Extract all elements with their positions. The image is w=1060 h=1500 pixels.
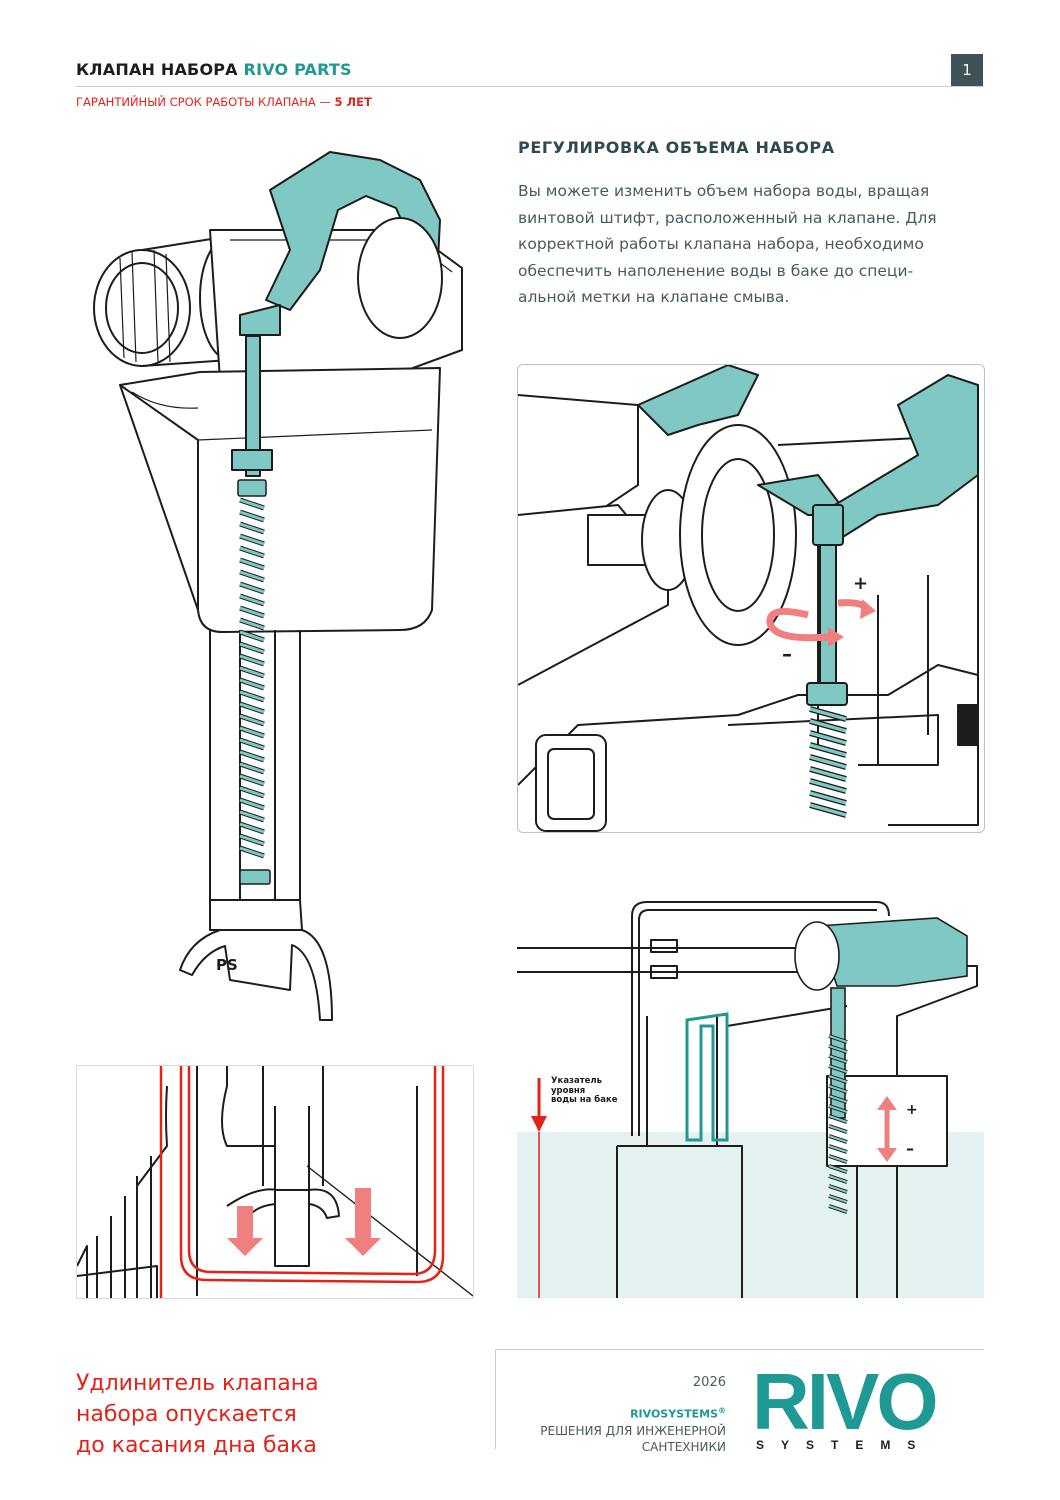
title-main: КЛАПАН НАБОРА [76, 60, 238, 79]
footer-subtitle: РЕШЕНИЯ ДЛЯ ИНЖЕНЕРНОЙ [540, 1423, 726, 1438]
body-line: альной метки на клапане смыва. [518, 288, 790, 306]
header-divider [76, 86, 984, 87]
level-indicator-arrow [531, 1078, 547, 1298]
valve-illustration: PS [93, 151, 463, 1021]
page-number-badge: 1 [951, 54, 983, 86]
footer-brand: RIVOSYSTEMS® [500, 1403, 726, 1423]
adjustment-detail-frame: + – [517, 364, 985, 833]
footer-info: 2026 RIVOSYSTEMS® РЕШЕНИЯ ДЛЯ ИНЖЕНЕРНОЙ… [500, 1375, 726, 1455]
label-line: Указатель [551, 1076, 603, 1086]
part-mark: PS [216, 956, 238, 974]
footer-divider-vertical [495, 1349, 496, 1449]
caption-line: Удлинитель клапана [76, 1371, 319, 1396]
section-body: Вы можете изменить объем набора воды, вр… [518, 178, 988, 311]
caption-line: набора опускается [76, 1402, 297, 1427]
title-accent: RIVO PARTS [243, 60, 352, 79]
body-line: обеспечить наполенение воды в баке до сп… [518, 261, 914, 280]
body-line: корректной работы клапана набора, необхо… [518, 235, 924, 253]
tank-bottom-diagram [77, 1066, 473, 1298]
caption-line: до касания дна бака [76, 1433, 317, 1458]
minus-sign: – [906, 1139, 914, 1158]
tank-bottom-outline [159, 1066, 445, 1298]
minus-sign: – [782, 642, 792, 666]
rivo-logo: RIVO [752, 1357, 939, 1446]
warranty-note: ГАРАНТИЙНЫЙ СРОК РАБОТЫ КЛАПАНА — 5 ЛЕТ [76, 95, 372, 109]
tank-bottom-frame [76, 1065, 474, 1299]
adjustment-detail-diagram: + – [518, 365, 979, 832]
footer-year: 2026 [692, 1375, 726, 1390]
label-line: уровня [551, 1085, 586, 1096]
body-line: винтовой штифт, расположенный на клапане… [518, 208, 937, 227]
page-title: КЛАПАН НАБОРА RIVO PARTS [76, 60, 352, 79]
label-line: воды на баке [551, 1095, 618, 1105]
brand-name: RIVOSYSTEMS [630, 1407, 718, 1421]
down-arrows [227, 1188, 381, 1256]
section-heading: РЕГУЛИРОВКА ОБЪЕМА НАБОРА [518, 138, 835, 157]
water-level-diagram: + – [517, 901, 984, 1298]
water-level-indicator-label: Указатель уровня воды на баке [551, 1076, 618, 1106]
warranty-text: ГАРАНТИЙНЫЙ СРОК РАБОТЫ КЛАПАНА — [76, 95, 335, 109]
adjust-arrow [877, 1096, 897, 1162]
body-line: Вы можете изменить объем набора воды, вр… [518, 182, 930, 200]
rivo-logo-systems: SYSTEMS [756, 1438, 933, 1452]
plus-sign: + [853, 573, 868, 594]
spring-coil [237, 479, 271, 885]
registered-mark: ® [718, 1406, 726, 1415]
rotation-arrow [766, 599, 876, 647]
footer-divider [495, 1349, 984, 1350]
footer-subtitle: САНТЕХНИКИ [641, 1439, 726, 1454]
warranty-value: 5 ЛЕТ [334, 95, 372, 109]
caption: Удлинитель клапана набора опускается до … [76, 1368, 319, 1461]
plus-sign: + [906, 1102, 918, 1118]
